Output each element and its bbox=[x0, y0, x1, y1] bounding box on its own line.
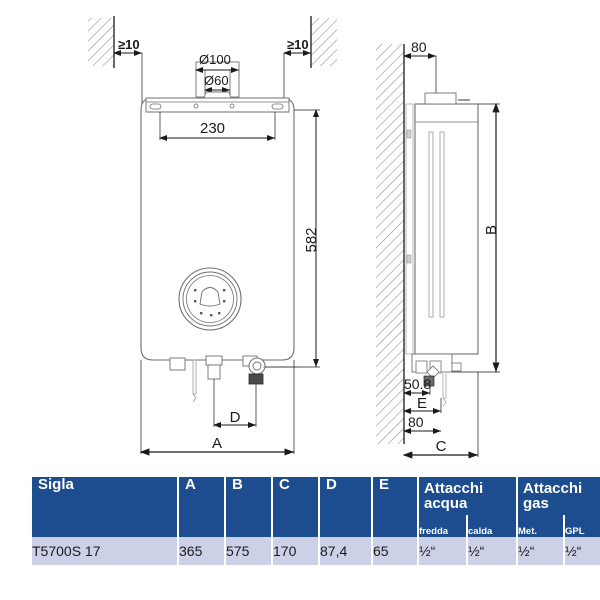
control-dial bbox=[178, 267, 242, 331]
wall-right bbox=[310, 16, 337, 68]
header-e: E bbox=[371, 476, 418, 537]
bracket-width-label: 230 bbox=[200, 120, 225, 137]
dim-a: A bbox=[139, 360, 295, 456]
header-c-label: C bbox=[279, 476, 290, 493]
header-d-label: D bbox=[326, 476, 337, 493]
header-met: Met. bbox=[516, 514, 565, 537]
cell-e: 65 bbox=[371, 537, 418, 565]
header-fredda: fredda bbox=[417, 514, 467, 537]
dim-c: C bbox=[402, 372, 479, 459]
cell-d: 87,4 bbox=[318, 537, 372, 565]
dim-clearance-right: ≥10 bbox=[283, 37, 311, 108]
side-view: 80 bbox=[376, 39, 500, 459]
dim-clearance-left: ≥10 bbox=[113, 37, 143, 108]
bottom-connections-side bbox=[411, 353, 462, 407]
dim-bottom-offset-80: 80 bbox=[403, 414, 441, 434]
wall-left bbox=[88, 16, 115, 68]
header-a: A bbox=[177, 476, 225, 537]
appliance-body-side bbox=[405, 92, 479, 355]
flue-outer-label: Ø100 bbox=[199, 52, 231, 67]
dim-e: E bbox=[403, 395, 442, 414]
cell-gpl: ½“ bbox=[563, 537, 600, 565]
header-sigla: Sigla bbox=[32, 477, 178, 537]
bottom-connections-front bbox=[169, 355, 298, 403]
dim-50-8: 50.8 bbox=[403, 376, 431, 396]
e-label: E bbox=[417, 395, 427, 412]
header-a-label: A bbox=[185, 476, 196, 493]
cell-calda: ½“ bbox=[465, 537, 518, 565]
cell-met: ½“ bbox=[516, 537, 565, 565]
b-label: B bbox=[483, 225, 500, 235]
cell-b: 575 bbox=[224, 537, 272, 565]
header-sigla-label: Sigla bbox=[38, 476, 74, 493]
flue-inner-label: Ø60 bbox=[204, 73, 229, 88]
table-subheader-row: fredda calda Met. GPL bbox=[32, 514, 600, 537]
header-calda: calda bbox=[465, 514, 518, 537]
cell-c: 170 bbox=[271, 537, 319, 565]
specification-table-container: Sigla A B C D E bbox=[32, 477, 600, 565]
dim-flue-outer: Ø100 bbox=[195, 52, 239, 73]
cell-fredda: ½“ bbox=[417, 537, 467, 565]
dim-d: D bbox=[213, 379, 257, 428]
table-row: T5700S 17 365 575 170 87,4 65 ½“ ½“ ½“ ½… bbox=[32, 537, 600, 565]
a-label: A bbox=[212, 435, 222, 452]
header-group-gas: Attacchi gas bbox=[516, 477, 600, 515]
wall-side bbox=[376, 44, 405, 444]
dim-bracket-width: 230 bbox=[159, 112, 276, 141]
header-b: B bbox=[224, 476, 272, 537]
dim-top-offset-80: 80 bbox=[403, 39, 437, 96]
clearance-left-label: ≥10 bbox=[118, 37, 140, 52]
appliance-dimension-drawing: ≥10 ≥10 Ø100 Ø60 bbox=[88, 16, 500, 459]
specification-table: Sigla A B C D E bbox=[32, 477, 600, 565]
dim-b: B bbox=[452, 102, 500, 373]
c-label: C bbox=[436, 438, 447, 455]
clearance-right-label: ≥10 bbox=[287, 37, 309, 52]
header-e-label: E bbox=[379, 476, 390, 493]
dim-height-582: 582 bbox=[265, 109, 320, 368]
height-582-label: 582 bbox=[303, 227, 320, 252]
dim-flue-inner: Ø60 bbox=[204, 73, 230, 93]
header-c: C bbox=[271, 476, 319, 537]
header-group-acqua-label: Attacchi acqua bbox=[424, 480, 484, 512]
table-group-header-row: Sigla A B C D E bbox=[32, 477, 600, 537]
header-group-gas-label: Attacchi gas bbox=[523, 480, 583, 512]
header-d: D bbox=[318, 476, 372, 537]
front-view: ≥10 ≥10 Ø100 Ø60 bbox=[88, 16, 337, 456]
header-gpl: GPL bbox=[563, 514, 600, 537]
pipe-offset-label: 50.8 bbox=[404, 376, 431, 392]
header-b-label: B bbox=[232, 476, 243, 493]
bottom-offset-label: 80 bbox=[408, 414, 424, 430]
cell-a: 365 bbox=[177, 537, 225, 565]
cell-sigla: T5700S 17 bbox=[32, 537, 178, 565]
header-group-acqua: Attacchi acqua bbox=[416, 477, 518, 515]
d-label: D bbox=[230, 409, 241, 426]
top-offset-label: 80 bbox=[411, 39, 427, 55]
